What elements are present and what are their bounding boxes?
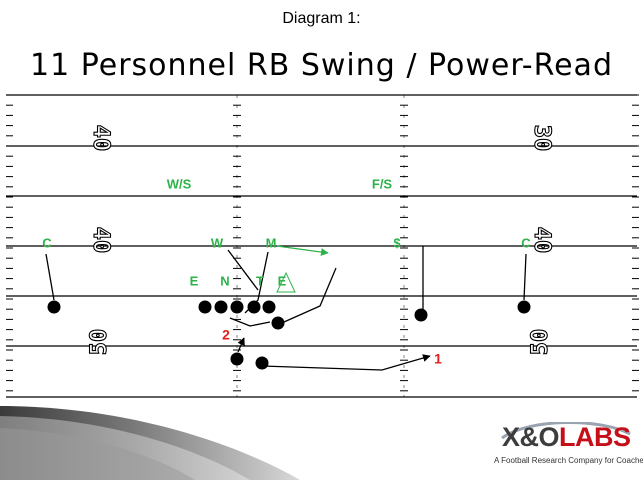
yard-numbers: 40 30 40 40 50 50 — [86, 124, 554, 356]
offense-player-slot — [414, 308, 428, 322]
route-ol-kick — [229, 317, 271, 327]
route-qb-read — [237, 337, 245, 353]
defender-w: W — [211, 235, 224, 250]
defender-n: N — [220, 273, 229, 288]
defensive-end-triangle — [276, 271, 296, 293]
route-mike-flow — [276, 245, 329, 256]
route-2-label: 2 — [222, 327, 230, 343]
defender-e-left: E — [190, 273, 199, 288]
yn-left-mid: 40 — [88, 227, 113, 254]
route-1-label: 1 — [434, 351, 442, 367]
offense-player-qb — [230, 352, 244, 366]
offense-player-lt — [198, 300, 212, 314]
defender-s: $ — [393, 235, 401, 250]
route-w-block — [227, 249, 259, 291]
offense-player-x-left — [47, 300, 61, 314]
route-te-release — [283, 267, 337, 323]
defender-e-right: E — [278, 273, 287, 288]
logo-arc-icon — [501, 422, 631, 440]
offense-player-rg — [247, 300, 261, 314]
play-title: 11 Personnel RB Swing / Power-Read — [30, 48, 613, 83]
yn-right-top: 30 — [529, 125, 554, 152]
yn-right-bot: 50 — [528, 329, 553, 356]
offense-player-c — [230, 300, 244, 314]
defender-c-left: C — [42, 235, 52, 250]
route-lines — [45, 245, 527, 371]
offense-player-lg — [214, 300, 228, 314]
route-corner-left — [45, 253, 55, 301]
defender-fs: F/S — [372, 176, 393, 191]
diagram-caption: Diagram 1: — [282, 10, 361, 27]
decorative-swoosh — [0, 406, 300, 480]
defender-ws: W/S — [167, 176, 192, 191]
route-corner-right — [523, 253, 527, 301]
logo-brand: X&O — [502, 422, 560, 452]
yn-left-top: 40 — [88, 125, 113, 152]
logo-tagline: A Football Research Company for Coaches — [494, 456, 643, 465]
offense-players — [47, 300, 531, 370]
offense-player-rb — [255, 356, 269, 370]
offense-player-te — [271, 316, 285, 330]
defender-t: T — [256, 273, 264, 288]
defender-m: M — [266, 235, 277, 250]
offense-player-rt — [262, 300, 276, 314]
logo-brand-accent: LABS — [559, 422, 631, 452]
yn-left-bot: 50 — [87, 329, 112, 356]
defender-c-right: C — [521, 235, 531, 250]
route-labels: 12 — [222, 327, 442, 367]
yn-right-mid: 40 — [529, 227, 554, 254]
xo-labs-logo: X&OLABS A Football Research Company for … — [490, 422, 643, 474]
field-lines — [6, 94, 639, 398]
offense-player-z-right — [517, 300, 531, 314]
route-rb-swing — [261, 354, 431, 371]
